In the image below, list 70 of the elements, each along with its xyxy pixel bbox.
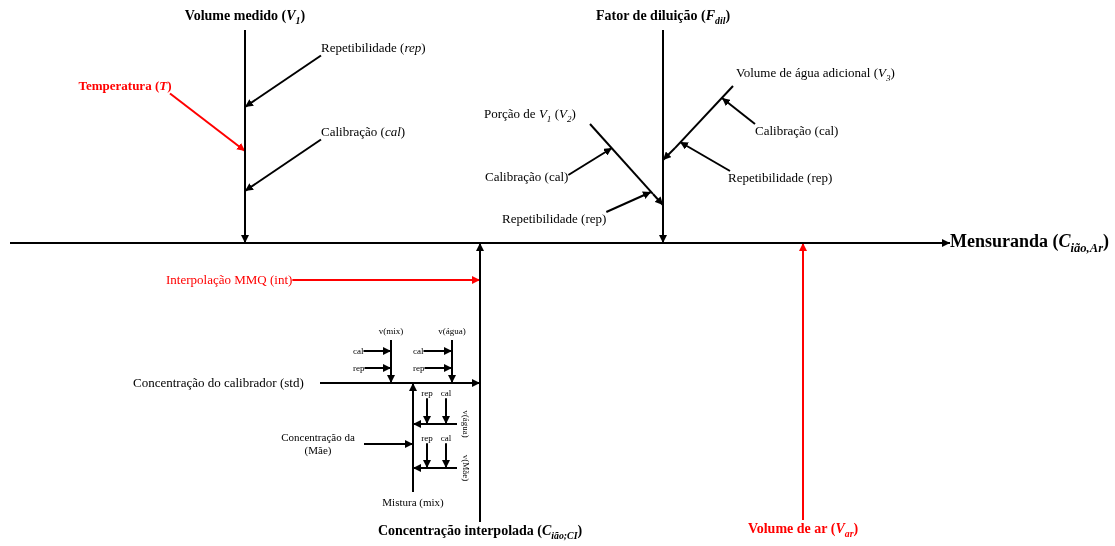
arrow <box>448 371 456 384</box>
bone-line <box>422 423 457 425</box>
bone-line <box>451 340 453 372</box>
arrow <box>662 147 676 161</box>
arrow <box>476 242 484 263</box>
bone-line <box>662 30 664 213</box>
cause-label: rep <box>421 432 433 444</box>
bone-label: Concentração do calibrador (std) <box>133 375 304 391</box>
cause-label: Repetibilidade (rep) <box>321 40 426 56</box>
arrow <box>409 382 417 396</box>
bone-line <box>412 395 414 492</box>
cause-label: Temperatura (T) <box>78 78 172 94</box>
arrow <box>799 242 807 266</box>
arrow <box>363 440 414 448</box>
bone-label: Volume de água adicional (V$_{3}$) <box>736 66 895 84</box>
bone-label: v(mix) <box>378 325 404 337</box>
arrow <box>423 364 453 372</box>
cause-label: cal <box>353 345 364 357</box>
arrow <box>412 464 423 472</box>
arrow <box>244 54 322 108</box>
cause-label: rep <box>413 362 425 374</box>
cause-label: Repetibilidade (rep) <box>728 170 833 186</box>
bone-line <box>390 340 392 372</box>
arrow <box>244 138 322 192</box>
arrow <box>422 347 453 355</box>
arrow <box>659 212 667 244</box>
arrow <box>442 442 450 469</box>
effect-label: Mensuranda (C$_{ião,Ar}$) <box>950 230 1110 256</box>
bone-label: v(água) <box>438 325 466 337</box>
cause-label: rep <box>421 387 433 399</box>
arrow <box>423 397 431 425</box>
bone-label: Mistura (mix) <box>382 495 444 509</box>
arrow <box>679 141 731 172</box>
spine-line <box>10 242 925 244</box>
bone-line <box>320 382 465 384</box>
arrow <box>362 347 392 355</box>
cause-label: Repetibilidade (rep) <box>502 211 607 227</box>
cause-label: Calibração (cal) <box>755 123 839 139</box>
arrow <box>605 191 652 213</box>
arrow <box>363 364 392 372</box>
cause-label: Interpolação MMQ (int) <box>166 272 293 288</box>
arrow <box>442 397 450 425</box>
arrow <box>652 193 664 206</box>
cause-label: cal <box>413 345 424 357</box>
arrow <box>567 147 613 176</box>
bone-line <box>479 262 481 522</box>
bone-label: v(Mãe) <box>460 454 472 482</box>
cause-label: cal <box>440 387 452 399</box>
bone-label: Volume medido (V$_{1}$) <box>184 7 306 27</box>
bone-label: Porção de V$_{1}$ (V$_{2}$) <box>484 107 576 125</box>
arrow <box>387 371 395 384</box>
cause-label: rep <box>353 362 365 374</box>
arrow <box>241 204 249 244</box>
cause-label: Calibração (cal) <box>321 124 406 140</box>
bone-label: Volume de ar (V$_{ar}$) <box>747 520 859 540</box>
arrow <box>924 239 951 247</box>
arrow <box>464 379 481 387</box>
arrow <box>291 276 481 284</box>
bone-label: Fator de diluição (F$_{dil}$) <box>595 7 731 27</box>
bone-label: v(água) <box>460 410 472 438</box>
arrow <box>412 420 423 428</box>
arrow <box>169 92 246 152</box>
cause-label: Calibração (cal) <box>485 169 569 185</box>
bone-line <box>244 30 246 205</box>
arrow <box>423 442 431 469</box>
bone-line <box>802 265 804 520</box>
cause-label: Concentração da (Mãe) <box>272 431 364 457</box>
bone-line <box>422 467 457 469</box>
bone-label: Concentração interpolada (C$_{ião;CI}$) <box>377 522 583 542</box>
cause-label: cal <box>440 432 452 444</box>
